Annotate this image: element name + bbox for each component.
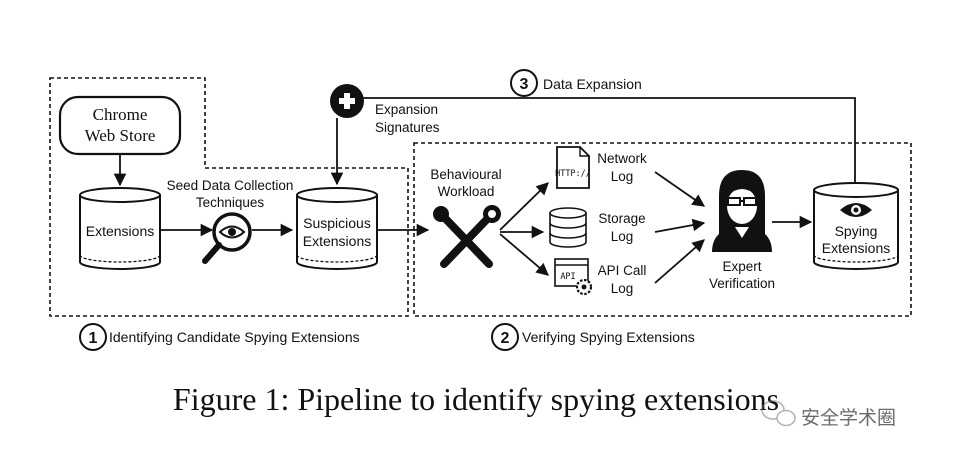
stage2-badge: 2 <box>491 323 519 351</box>
data-expansion-label: Data Expansion <box>543 76 642 92</box>
expert-label-2: Verification <box>709 276 775 291</box>
chrome-web-store-label-2: Web Store <box>85 126 156 145</box>
step3-badge: 3 <box>510 69 538 97</box>
api-to-expert-arrow <box>654 239 705 284</box>
spying-label: Spying <box>835 223 878 239</box>
data-expansion-feedback-line <box>362 97 856 183</box>
http-document-icon: HTTP:// <box>555 146 591 189</box>
spying-extensions-database: Spying Extensions <box>813 182 899 270</box>
spying-label-2: Extensions <box>822 240 890 256</box>
suspicious-extensions-database: Suspicious Extensions <box>296 187 378 270</box>
behavioural-label-2: Workload <box>438 184 495 199</box>
svg-text:API: API <box>560 272 575 282</box>
stage2-label: Verifying Spying Extensions <box>522 329 695 345</box>
network-log-label-2: Log <box>611 169 634 184</box>
wechat-watermark-icon <box>761 400 796 427</box>
expansion-signatures-label: Expansion <box>375 102 438 117</box>
wrench-screwdriver-icon <box>433 205 501 268</box>
network-to-expert-arrow <box>654 171 706 207</box>
stage1-dashed-boundary <box>49 77 409 317</box>
svg-text:1: 1 <box>89 330 98 347</box>
suspicious-label: Suspicious <box>303 215 371 231</box>
workload-to-network-arrow <box>499 182 549 231</box>
svg-text:3: 3 <box>520 76 529 93</box>
expansion-signatures-icon <box>330 84 364 118</box>
eye-icon <box>840 203 872 217</box>
api-log-label: API Call <box>598 263 647 278</box>
api-window-icon: API <box>554 258 593 296</box>
seed-data-label: Seed Data Collection <box>167 178 294 193</box>
extensions-label: Extensions <box>86 223 154 239</box>
expert-person-icon <box>712 170 772 252</box>
network-log-label: Network <box>597 151 647 166</box>
expansion-signatures-label-2: Signatures <box>375 120 440 135</box>
chrome-web-store-label: Chrome <box>93 105 148 124</box>
storage-to-expert-arrow <box>654 218 706 233</box>
api-log-label-2: Log <box>611 281 634 296</box>
workload-to-api-arrow <box>499 233 549 276</box>
svg-text:HTTP://: HTTP:// <box>555 169 591 179</box>
extensions-database: Extensions <box>79 187 161 270</box>
behavioural-label: Behavioural <box>430 167 501 182</box>
stage1-badge: 1 <box>79 323 107 351</box>
storage-log-label-2: Log <box>611 229 634 244</box>
figure-caption: Figure 1: Pipeline to identify spying ex… <box>173 381 779 417</box>
magnifier-eye-icon <box>202 212 252 264</box>
watermark-text: 安全学术圈 <box>801 407 896 429</box>
svg-text:2: 2 <box>501 330 510 347</box>
storage-database-icon <box>549 207 587 248</box>
seed-data-label-2: Techniques <box>196 195 265 210</box>
stage1-label: Identifying Candidate Spying Extensions <box>109 329 360 345</box>
chrome-web-store-node: Chrome Web Store <box>58 95 182 156</box>
storage-log-label: Storage <box>598 211 645 226</box>
suspicious-label-2: Extensions <box>303 233 371 249</box>
expert-label: Expert <box>722 259 761 274</box>
